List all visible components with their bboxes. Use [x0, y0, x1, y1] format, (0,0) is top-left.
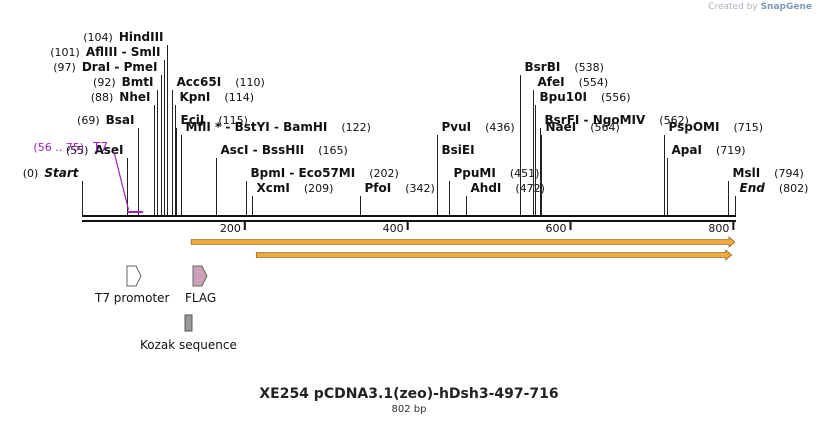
site-label: AflIII - SmlI	[86, 45, 161, 59]
site-position: (719)	[716, 144, 746, 157]
site-position: (101)	[50, 46, 80, 59]
site-label: Bpu10I	[540, 90, 587, 104]
snapgene-branding: Created by SnapGene	[708, 2, 812, 12]
site-label: HindIII	[119, 30, 164, 44]
site-position: (165)	[318, 144, 348, 157]
site-position: (538)	[574, 61, 604, 74]
site-position: (451)	[510, 167, 540, 180]
site-label: BsaI	[106, 113, 135, 127]
site-label: KpnI	[180, 90, 211, 104]
site-label: BpmI - Eco57MI	[251, 166, 356, 180]
site-label: AfeI	[538, 75, 565, 89]
site-label: NheI	[119, 90, 150, 104]
site-label: BsrFI - NgoMIV	[545, 113, 646, 127]
site-position: (564)	[590, 121, 620, 134]
site-position: (556)	[601, 91, 631, 104]
site-label: End	[740, 181, 766, 195]
site-label: AscI - BssHII	[221, 143, 305, 157]
site-position: (562)	[659, 114, 689, 127]
site-position: (114)	[224, 91, 254, 104]
construct-title: XE254 pCDNA3.1(zeo)-hDsh3-497-716	[259, 386, 559, 402]
site-position: (554)	[579, 76, 609, 89]
site-position: (55)	[66, 144, 89, 157]
site-label: BsiEI	[442, 143, 475, 157]
site-label: BmtI	[122, 75, 154, 89]
site-position: (104)	[83, 31, 113, 44]
site-label: DraI - PmeI	[82, 60, 158, 74]
site-position: (342)	[405, 182, 435, 195]
ruler-tick-label: 600	[546, 222, 567, 235]
created-by-text: Created by	[708, 2, 758, 12]
t7-binding-connector	[113, 151, 130, 211]
site-label: PvuI	[442, 120, 472, 134]
site-label: AhdI	[471, 181, 502, 195]
ruler-tick-label: 200	[220, 222, 241, 235]
site-position: (97)	[53, 61, 76, 74]
ruler-tick-label: 400	[383, 222, 404, 235]
site-position: (472)	[515, 182, 545, 195]
site-position: (802)	[779, 182, 809, 195]
t7-promoter-arrow	[126, 265, 142, 287]
site-label: ApaI	[672, 143, 702, 157]
site-label: PfoI	[365, 181, 392, 195]
site-label: AseI	[94, 143, 123, 157]
site-label: NaeI	[546, 120, 577, 134]
kozak-box	[184, 314, 193, 332]
site-label: PspOMI	[669, 120, 720, 134]
site-position: (69)	[77, 114, 100, 127]
site-label: MflI * - BstYI - BamHI	[186, 120, 328, 134]
t7-promoter-label: T7 promoter	[94, 291, 170, 305]
site-position: (209)	[304, 182, 334, 195]
kozak-label: Kozak sequence	[140, 338, 237, 352]
flag-arrow	[192, 265, 208, 287]
site-position: (92)	[93, 76, 116, 89]
orf-arrow	[190, 236, 736, 248]
site-position: (88)	[91, 91, 114, 104]
site-label: XcmI	[257, 181, 290, 195]
site-position: (715)	[733, 121, 763, 134]
site-position: (115)	[218, 114, 248, 127]
site-label: Start	[44, 166, 79, 180]
site-position: (436)	[485, 121, 515, 134]
site-position: (0)	[23, 167, 39, 180]
t7-binding-range: (56 .. 75)	[33, 141, 84, 154]
t7-binding-label: T7	[92, 140, 108, 154]
site-label: PpuMI	[454, 166, 496, 180]
site-label: Acc65I	[177, 75, 222, 89]
site-label: MslI	[733, 166, 761, 180]
orf-arrow	[255, 249, 733, 261]
ruler-tick-label: 800	[708, 222, 729, 235]
flag-label: FLAG	[185, 291, 216, 305]
site-label: EciI	[181, 113, 205, 127]
site-position: (110)	[235, 76, 265, 89]
site-position: (794)	[774, 167, 804, 180]
site-position: (202)	[369, 167, 399, 180]
site-position: (122)	[341, 121, 371, 134]
site-label: BsrBI	[525, 60, 561, 74]
snapgene-logo-text: SnapGene	[760, 2, 812, 12]
construct-length: 802 bp	[391, 404, 427, 415]
